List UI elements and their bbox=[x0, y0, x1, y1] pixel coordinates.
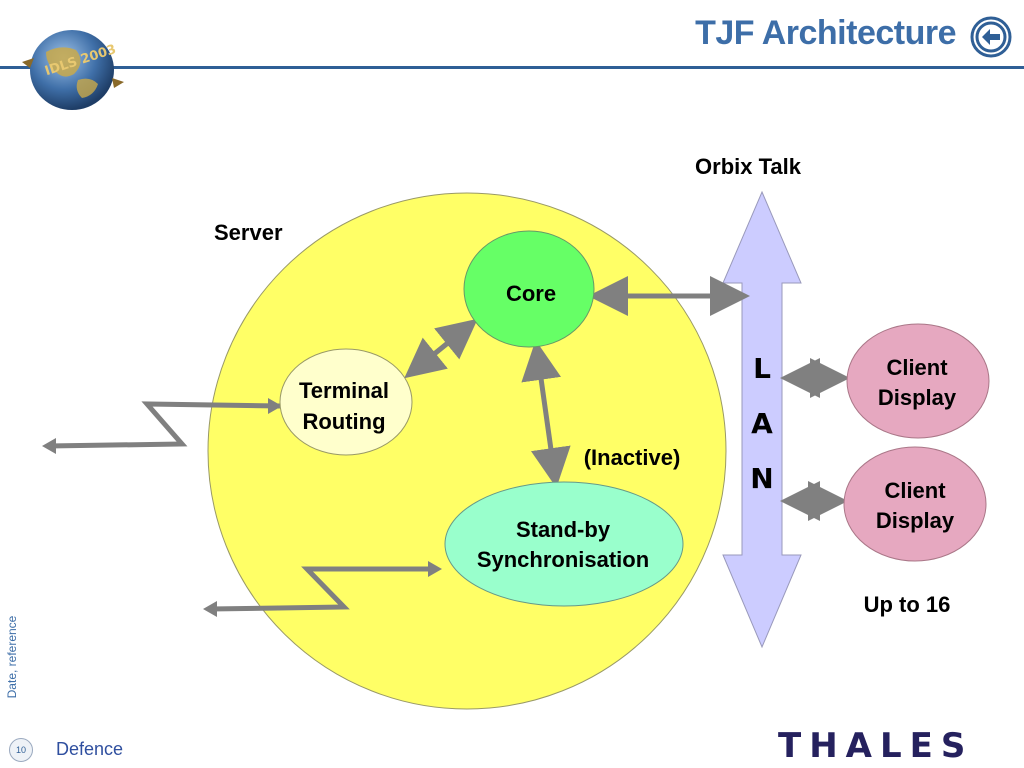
standby-node bbox=[444, 481, 684, 607]
thales-logo: THALES bbox=[778, 726, 974, 766]
client-display-node-2 bbox=[843, 446, 987, 562]
page-number: 10 bbox=[9, 738, 33, 762]
inactive-label: (Inactive) bbox=[584, 445, 681, 470]
date-reference-text: Date, reference bbox=[5, 615, 19, 699]
client-display-node-1 bbox=[846, 323, 990, 439]
footer-label: Defence bbox=[56, 739, 124, 759]
orbix-talk-label: Orbix Talk bbox=[695, 154, 802, 179]
client2-label-line2: Display bbox=[876, 508, 955, 533]
up-to-label: Up to 16 bbox=[864, 592, 951, 617]
lan-letter-l: L bbox=[753, 352, 771, 385]
header-divider bbox=[0, 66, 1024, 69]
server-label: Server bbox=[214, 220, 283, 245]
core-standby-connector bbox=[521, 340, 571, 488]
slide-title: TJF Architecture bbox=[695, 14, 956, 52]
standby-label-line2: Synchronisation bbox=[477, 547, 649, 572]
lan-letter-a: A bbox=[751, 407, 773, 440]
standby-external-link-line bbox=[209, 566, 436, 612]
lan-letter-n: N bbox=[750, 462, 773, 495]
client1-label-line1: Client bbox=[886, 355, 948, 380]
core-label: Core bbox=[506, 281, 556, 306]
core-terminal-connector bbox=[404, 318, 478, 379]
terminal-routing-label-line2: Routing bbox=[302, 409, 385, 434]
client2-label-line1: Client bbox=[884, 478, 946, 503]
terminal-routing-node bbox=[279, 348, 413, 456]
conference-logo: IDLS 2003 bbox=[22, 30, 124, 110]
terminal-routing-label-line1: Terminal bbox=[299, 378, 389, 403]
back-arrow-icon[interactable] bbox=[970, 16, 1012, 58]
core-node bbox=[463, 230, 595, 348]
client1-label-line2: Display bbox=[878, 385, 957, 410]
terminal-external-link-line bbox=[47, 401, 281, 449]
standby-label-line1: Stand-by bbox=[516, 517, 611, 542]
